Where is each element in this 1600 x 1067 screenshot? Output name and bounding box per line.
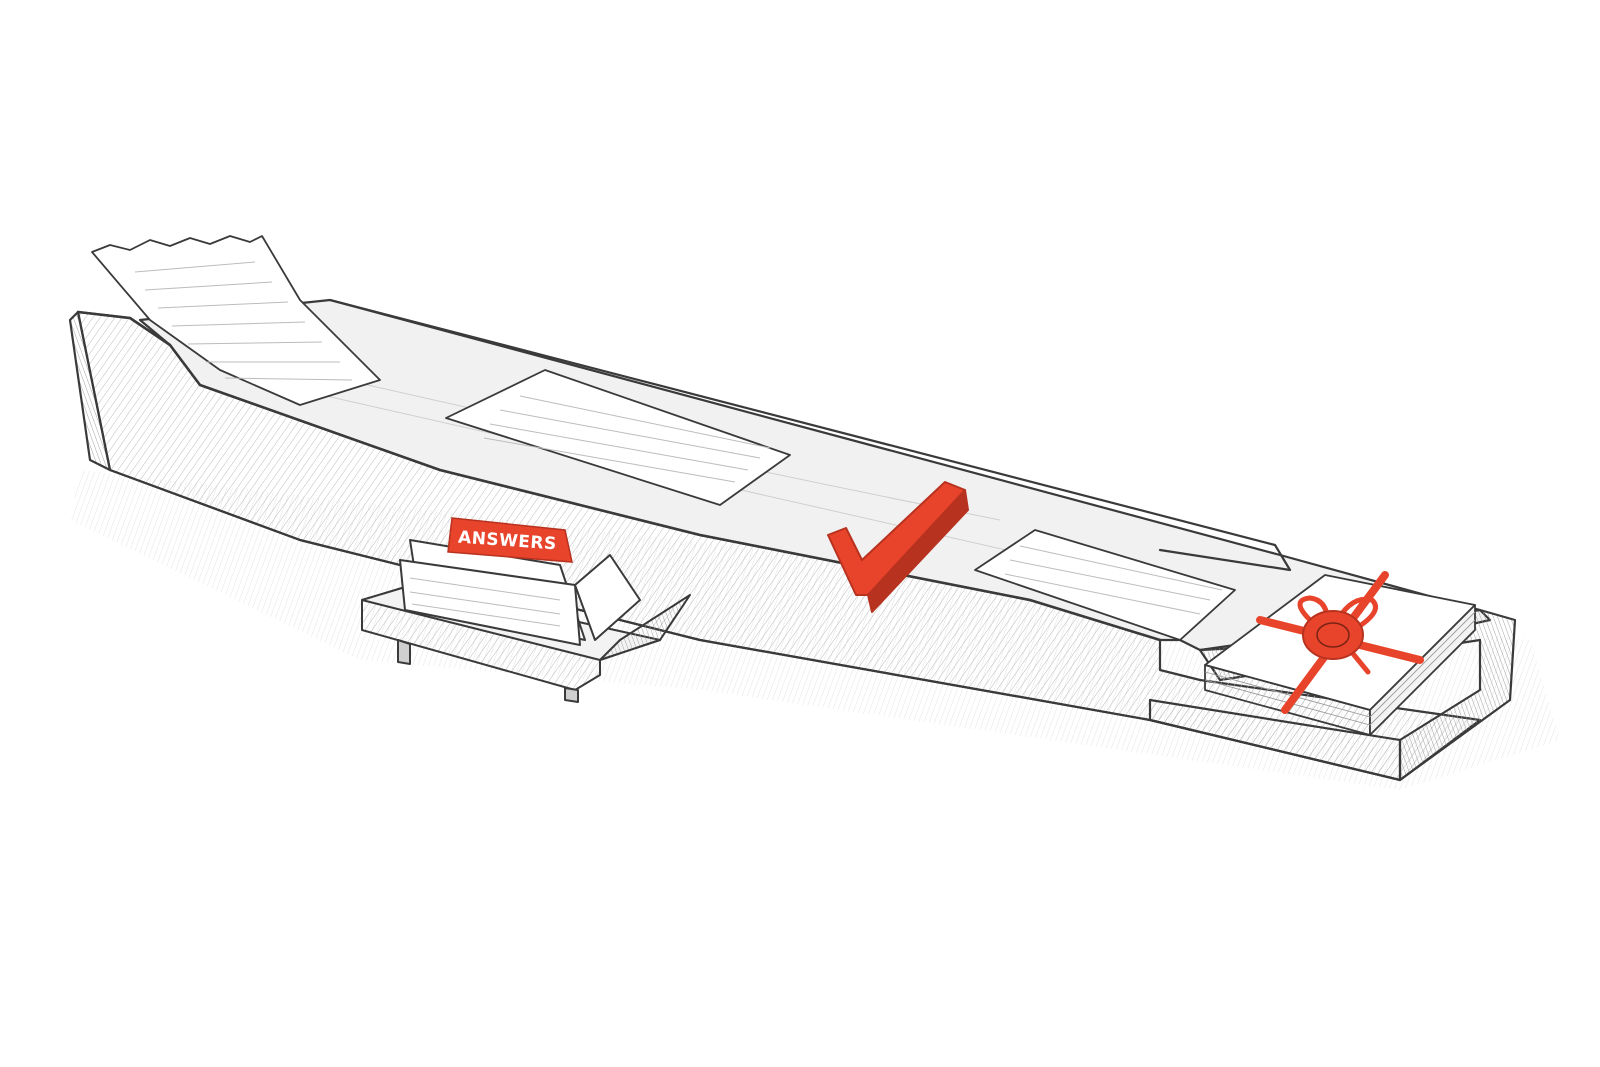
chute-tray (68, 298, 1517, 782)
answers-tab: ANSWERS (447, 517, 573, 563)
wax-seal-icon (1302, 610, 1364, 660)
paper-sheet-incoming (91, 235, 381, 406)
check-mark-icon (827, 481, 969, 613)
paper-sheet-middle (445, 369, 791, 506)
answers-card-holder (361, 539, 691, 703)
paper-sheet-outgoing (974, 529, 1236, 641)
